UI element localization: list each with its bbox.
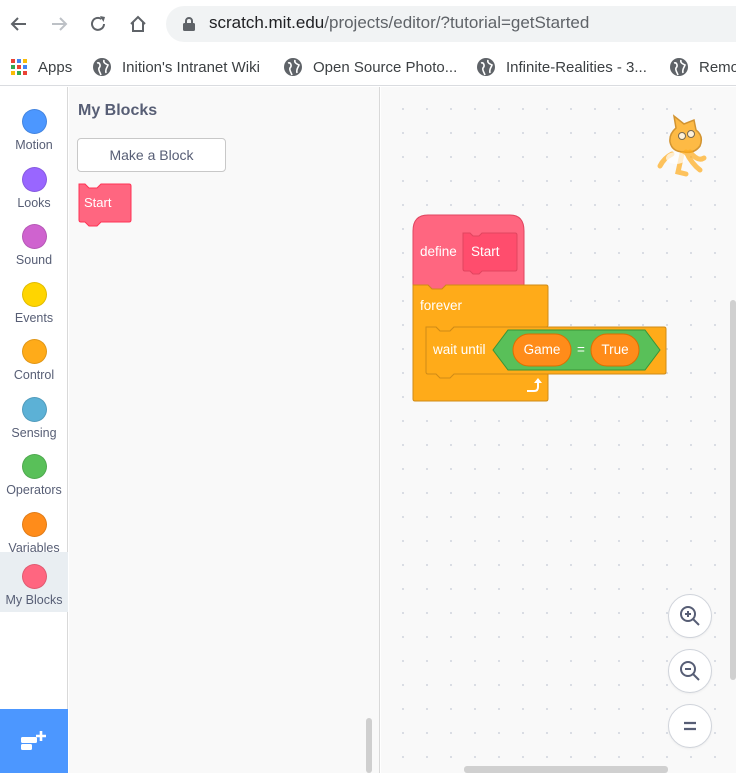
bookmark-apps[interactable]: Apps <box>10 55 72 79</box>
operator-label: = <box>577 342 585 357</box>
palette-start-block[interactable]: Start <box>77 182 133 230</box>
category-sound[interactable]: Sound <box>0 212 68 269</box>
right-operand-label[interactable]: True <box>601 342 629 357</box>
reload-icon <box>91 16 105 31</box>
category-dot <box>21 109 47 134</box>
forward-arrow-icon <box>52 17 68 31</box>
home-button[interactable] <box>122 8 154 40</box>
true-value-reporter <box>590 333 640 367</box>
category-my-blocks[interactable]: My Blocks <box>0 552 68 612</box>
workspace-horizontal-scrollbar[interactable] <box>464 766 668 773</box>
category-dot <box>21 397 47 422</box>
category-menu: Motion Looks Sound Events Control Sensin… <box>0 87 68 773</box>
palette-start-label: Start <box>84 195 112 210</box>
category-sensing[interactable]: Sensing <box>0 385 68 442</box>
apps-grid-icon <box>11 59 27 75</box>
category-operators[interactable]: Operators <box>0 442 68 499</box>
zoom-out-icon <box>680 661 700 681</box>
workspace-vertical-scrollbar[interactable] <box>730 300 736 680</box>
category-variables[interactable]: Variables <box>0 500 68 557</box>
forever-label: forever <box>420 298 463 313</box>
category-label: My Blocks <box>5 593 63 607</box>
wait-until-label: wait until <box>433 342 486 357</box>
script-stack[interactable]: define Start forever wait until Game = T… <box>410 213 670 405</box>
globe-icon <box>477 58 495 76</box>
bookmark-label: Infinite-Realities - 3... <box>506 58 647 76</box>
bookmark-label: Inition's Intranet Wiki <box>122 58 260 76</box>
bookmark-open-source-photo[interactable]: Open Source Photo... <box>283 55 457 79</box>
globe-icon <box>284 58 302 76</box>
globe-icon <box>93 58 111 76</box>
zoom-out-button[interactable] <box>668 649 712 693</box>
category-label: Sound <box>15 253 53 267</box>
define-name-label: Start <box>471 244 500 259</box>
category-label: Looks <box>17 196 51 210</box>
bookmark-label: Apps <box>38 58 73 76</box>
bookmark-label: Open Source Photo... <box>313 58 458 76</box>
globe-icon <box>670 58 688 76</box>
lock-icon <box>183 17 195 31</box>
bookmark-intranet-wiki[interactable]: Inition's Intranet Wiki <box>92 55 260 79</box>
bookmark-remo[interactable]: Remo <box>669 55 736 79</box>
browser-toolbar: scratch.mit.edu/projects/editor/?tutoria… <box>0 0 736 48</box>
url-path: /projects/editor/?tutorial=getStarted <box>324 13 590 32</box>
back-arrow-icon <box>10 17 26 31</box>
sprite-cat-icon <box>656 114 718 178</box>
zoom-in-icon <box>680 606 700 626</box>
category-label: Variables <box>8 541 60 555</box>
custom-block-shape <box>78 183 132 227</box>
add-extension-button[interactable] <box>0 709 68 773</box>
category-dot <box>21 339 47 364</box>
equals-reset-icon <box>684 721 696 731</box>
bookmark-label: Remo <box>699 58 736 76</box>
category-label: Control <box>13 368 55 382</box>
category-label: Operators <box>6 483 62 497</box>
category-dot <box>21 224 47 249</box>
zoom-in-button[interactable] <box>668 594 712 638</box>
zoom-reset-button[interactable] <box>668 704 712 748</box>
category-control[interactable]: Control <box>0 327 68 384</box>
category-motion[interactable]: Motion <box>0 97 68 154</box>
category-dot <box>21 454 47 479</box>
left-operand-label[interactable]: Game <box>523 342 561 357</box>
address-bar[interactable] <box>166 6 736 42</box>
back-button[interactable] <box>3 8 35 40</box>
category-dot <box>21 512 47 537</box>
define-label: define <box>420 244 457 259</box>
make-a-block-button[interactable]: Make a Block <box>77 138 226 172</box>
url-text: scratch.mit.edu/projects/editor/?tutoria… <box>209 13 589 33</box>
category-events[interactable]: Events <box>0 270 68 327</box>
reload-button[interactable] <box>82 8 114 40</box>
add-extension-icon <box>21 731 46 750</box>
palette-section-title: My Blocks <box>78 102 158 119</box>
forward-button[interactable] <box>43 8 75 40</box>
palette-scrollbar[interactable] <box>366 718 372 773</box>
url-host: scratch.mit.edu <box>209 13 325 32</box>
category-looks[interactable]: Looks <box>0 155 68 212</box>
game-variable-reporter <box>512 333 572 367</box>
bookmarks-bar: Apps Inition's Intranet Wiki Open Source… <box>0 48 736 86</box>
category-label: Motion <box>15 138 53 152</box>
loop-arrow-icon <box>527 382 539 392</box>
bookmark-infinite-realities[interactable]: Infinite-Realities - 3... <box>476 55 647 79</box>
category-dot <box>21 282 47 307</box>
category-dot <box>21 167 47 192</box>
category-label: Events <box>14 311 54 325</box>
category-label: Sensing <box>11 426 57 440</box>
category-dot <box>21 564 47 589</box>
home-icon <box>130 15 146 32</box>
